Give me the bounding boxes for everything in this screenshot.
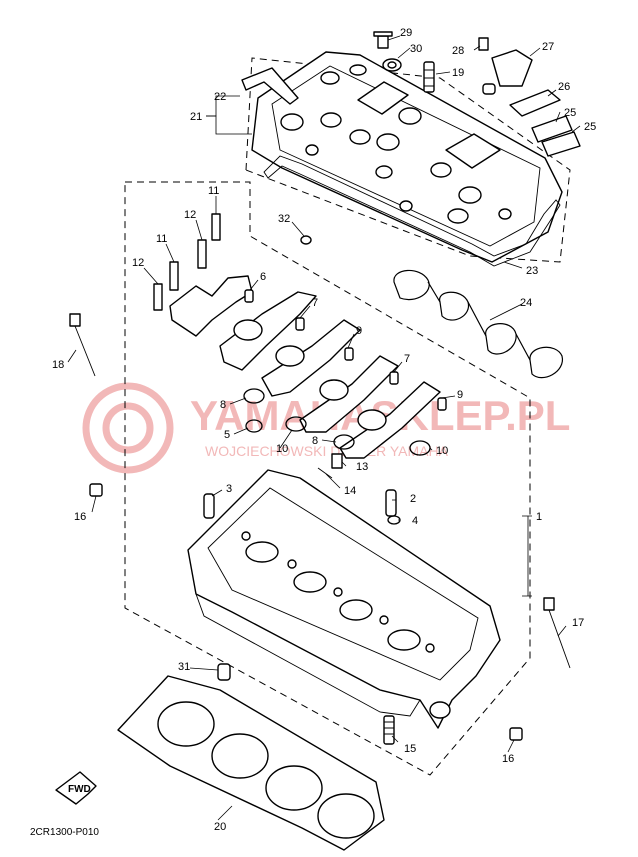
callout-17: 17 — [572, 617, 584, 629]
callout-20: 20 — [214, 821, 226, 833]
callout-23: 23 — [526, 265, 538, 277]
callout-5: 5 — [224, 429, 230, 441]
plug-hole-gaskets — [393, 269, 563, 379]
callout-11-upper: 11 — [208, 185, 219, 197]
callout-19: 19 — [452, 67, 464, 79]
head-cover-assembly-boundary — [245, 57, 571, 263]
studs-and-dowels — [89, 483, 523, 745]
callout-16-right: 16 — [502, 753, 514, 765]
cylinder-head-cover — [251, 51, 563, 263]
callout-25-lower: 25 — [584, 121, 596, 133]
callout-3: 3 — [226, 483, 232, 495]
head-gasket — [117, 675, 385, 851]
callout-8-left: 8 — [220, 399, 226, 411]
callout-15: 15 — [404, 743, 416, 755]
callout-30: 30 — [410, 43, 422, 55]
cylinder-head-assembly-boundary — [124, 181, 531, 776]
cylinder-head — [187, 469, 501, 729]
callout-9-left: 9 — [356, 325, 362, 337]
cover-gasket — [263, 155, 561, 267]
callout-7-left: 7 — [312, 297, 318, 309]
callout-18: 18 — [52, 359, 64, 371]
spark-plug-and-hardware — [241, 31, 435, 105]
callout-31: 31 — [178, 661, 190, 673]
leader-lines — [67, 35, 581, 821]
callout-9-right: 9 — [457, 389, 463, 401]
callout-29: 29 — [400, 27, 412, 39]
callout-4: 4 — [412, 515, 418, 527]
callout-2: 2 — [410, 493, 416, 505]
fwd-arrow-icon: FWD — [55, 771, 97, 805]
callout-6: 6 — [260, 271, 266, 283]
callout-16-left: 16 — [74, 511, 86, 523]
breather-parts — [478, 37, 581, 157]
watermark-logo-icon — [82, 382, 174, 474]
callout-13: 13 — [356, 461, 368, 473]
callout-27: 27 — [542, 41, 554, 53]
callout-28: 28 — [452, 45, 464, 57]
callout-26: 26 — [558, 81, 570, 93]
callout-25-upper: 25 — [564, 107, 576, 119]
callout-21: 21 — [190, 111, 202, 123]
callout-1: 1 — [536, 511, 542, 523]
callout-labels: 11 12 11 12 6 7 9 7 9 8 5 10 8 10 13 14 … — [52, 27, 596, 833]
camshaft-caps — [169, 275, 441, 459]
callout-12-lower: 12 — [132, 257, 144, 269]
callout-24: 24 — [520, 297, 532, 309]
callout-11-lower: 11 — [156, 233, 167, 245]
diagram-code: 2CR1300-P010 — [30, 827, 99, 838]
callout-10-right: 10 — [436, 445, 448, 457]
watermark-subtitle: WOJCIECHOWSKI DEALER YAMAHA — [205, 443, 449, 459]
callout-12-upper: 12 — [184, 209, 196, 221]
callout-7-right: 7 — [404, 353, 410, 365]
callout-14: 14 — [344, 485, 356, 497]
callout-10-left: 10 — [276, 443, 288, 455]
callout-22: 22 — [214, 91, 226, 103]
fwd-label: FWD — [68, 784, 91, 795]
callout-32: 32 — [278, 213, 290, 225]
callout-8-right: 8 — [312, 435, 318, 447]
